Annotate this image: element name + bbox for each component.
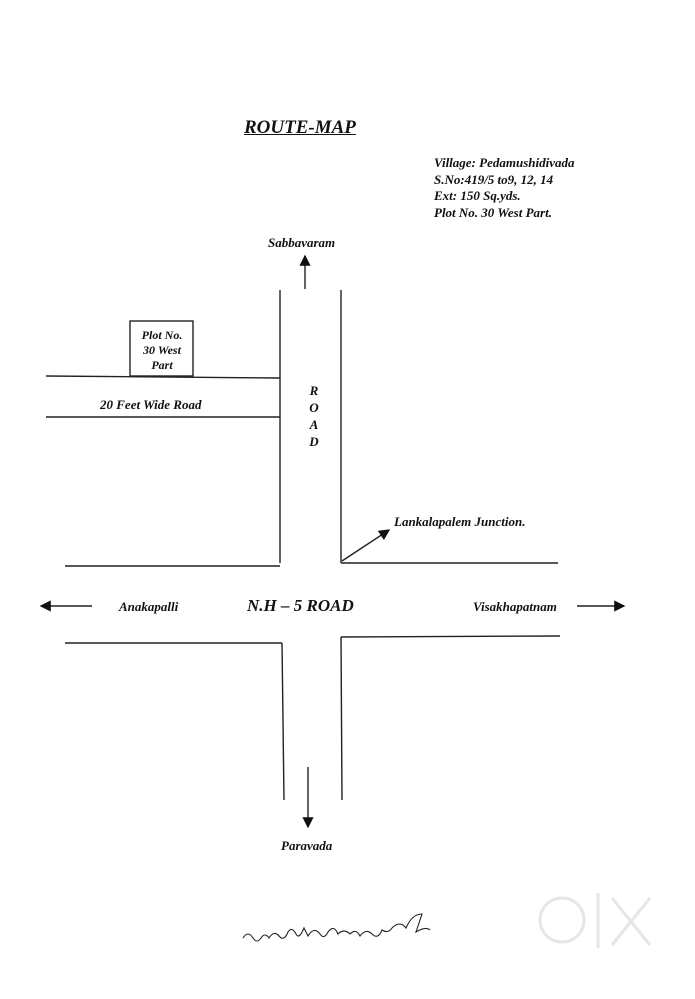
survey-no-text: S.No:419/5 to9, 12, 14 xyxy=(434,171,554,187)
plot-box-label: Plot No. 30 West Part xyxy=(130,328,194,373)
page-title: ROUTE-MAP xyxy=(244,117,356,138)
extent-text: Ext: 150 Sq.yds. xyxy=(434,188,521,203)
label-west: Anakapalli xyxy=(119,599,179,614)
village-text: Village: Pedamushidivada xyxy=(434,155,575,170)
plot-line-3: Part xyxy=(151,358,173,372)
road-letter: A xyxy=(309,417,319,432)
side-road-top-edge xyxy=(45,375,281,379)
main-road-left-edge-south xyxy=(281,642,285,801)
label-east: Visakhapatnam xyxy=(473,599,557,614)
plot-line-1: Plot No. xyxy=(141,328,183,342)
olx-watermark xyxy=(538,893,652,948)
road-vertical-label: R O A D xyxy=(304,382,324,450)
plot-line-2: 30 West xyxy=(143,343,181,357)
main-road-right-edge-south xyxy=(340,636,343,801)
label-highway: N.H – 5 ROAD xyxy=(247,596,354,615)
plot-info: Village: Pedamushidivada S.No:419/5 to9,… xyxy=(434,155,574,221)
highway-bottom-right-edge xyxy=(340,635,561,638)
road-letter: O xyxy=(309,400,319,415)
label-south: Paravada xyxy=(281,838,333,853)
road-letter: D xyxy=(309,434,319,449)
label-north: Sabbavaram xyxy=(268,235,336,250)
label-junction: Lankalapalem Junction. xyxy=(394,514,526,529)
signature-icon xyxy=(242,913,431,942)
plot-box xyxy=(129,320,194,377)
label-side-road: 20 Feet Wide Road xyxy=(100,397,202,412)
arrow-junction-icon xyxy=(341,529,391,562)
plot-text: Plot No. 30 West Part. xyxy=(434,204,552,220)
road-letter: R xyxy=(309,383,319,398)
